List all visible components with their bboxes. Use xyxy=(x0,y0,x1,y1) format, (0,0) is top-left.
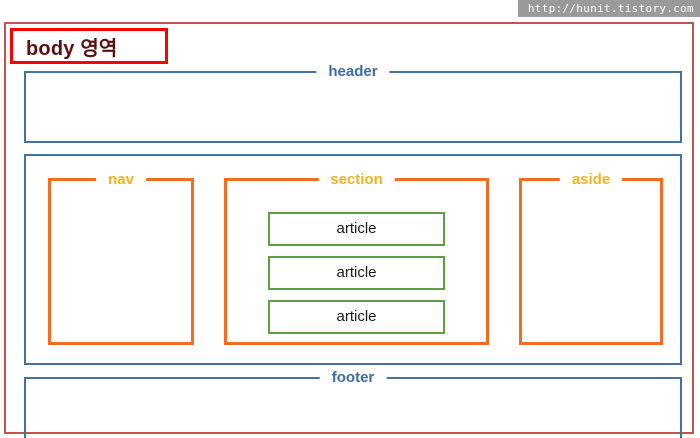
header-region-box: header xyxy=(24,62,682,143)
footer-region-box: footer xyxy=(24,368,682,438)
body-region-label: body 영역 xyxy=(10,28,168,64)
footer-region-label: footer xyxy=(319,368,387,388)
article-box: article xyxy=(268,300,445,334)
header-region-label: header xyxy=(316,62,390,82)
body-region-label-text: body 영역 xyxy=(26,37,118,60)
aside-region-box: aside xyxy=(519,170,663,345)
nav-region-box: nav xyxy=(48,170,194,345)
nav-region-label: nav xyxy=(96,170,146,190)
article-label: article xyxy=(336,308,377,325)
article-box: article xyxy=(268,256,445,290)
section-region-box: section article article article xyxy=(224,170,489,345)
middle-region-box: nav section article article article asid… xyxy=(24,154,682,365)
aside-region-label: aside xyxy=(559,170,623,190)
article-label: article xyxy=(336,220,377,237)
watermark-url: http://hunit.tistory.com xyxy=(517,0,700,17)
article-box: article xyxy=(268,212,445,246)
section-region-label: section xyxy=(318,170,395,190)
article-label: article xyxy=(336,264,377,281)
body-region-box: body 영역 header nav section article artic… xyxy=(4,22,694,438)
